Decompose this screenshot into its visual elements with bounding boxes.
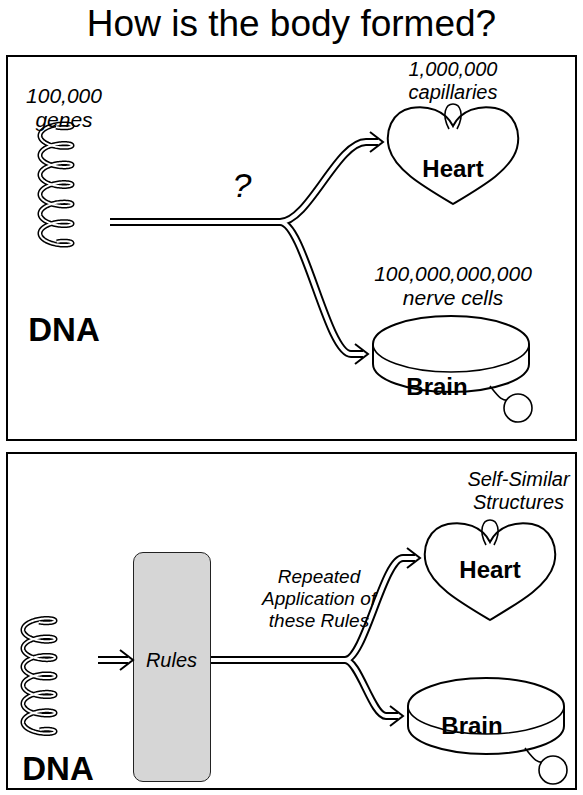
helix-outline <box>23 618 55 733</box>
helix-core <box>40 124 72 245</box>
cerebellum <box>539 756 567 784</box>
double-arrow-gap <box>211 660 398 716</box>
heart-shape <box>383 102 523 206</box>
brain-outline <box>408 678 564 754</box>
dna-node: 100,000 genesDNA <box>18 80 110 355</box>
helix-core <box>23 618 55 733</box>
dna-label: DNA <box>18 312 110 348</box>
connector-outer-layer <box>98 142 415 716</box>
vessel-loop <box>482 520 498 545</box>
organ-label: Brain <box>398 373 476 401</box>
double-arrow-shaft <box>211 558 415 660</box>
arrow-head <box>370 132 383 152</box>
organ-label: Heart <box>420 556 560 584</box>
arrow-head <box>407 548 420 568</box>
connector-head-layer <box>120 132 420 726</box>
helix-shape <box>19 607 59 745</box>
capillary-count: 1,000,000 capillaries <box>383 58 523 104</box>
arrow-head <box>390 706 403 726</box>
brain-rim <box>373 344 529 372</box>
cerebellum <box>504 394 532 422</box>
brain-node: Brain <box>403 672 573 787</box>
organ-label: Brain <box>433 712 511 740</box>
dna-label: DNA <box>18 752 98 785</box>
heart-node: Heart <box>420 518 560 622</box>
double-arrow-gap <box>110 222 363 354</box>
double-arrow-shaft <box>211 660 398 716</box>
brain-node: 100,000,000,000 nerve cellsBrain <box>368 262 538 427</box>
arrow-head <box>355 344 368 364</box>
double-arrow-gap <box>98 658 128 662</box>
double-arrow-shaft <box>110 222 363 354</box>
rules-box: Rules <box>133 552 211 782</box>
organ-label: Heart <box>383 155 523 183</box>
helix-outline <box>40 124 72 245</box>
rules-label: Rules <box>134 649 209 672</box>
double-arrow-shaft <box>110 142 378 222</box>
gene-count: 100,000 genes <box>18 84 110 132</box>
diagram-title: How is the body formed? <box>0 2 583 46</box>
double-arrow-shaft <box>98 656 128 664</box>
arrow-label: ? <box>222 166 262 205</box>
dna-node: DNA <box>18 600 98 788</box>
double-arrow-gap <box>110 142 378 222</box>
helix-shape <box>36 112 76 257</box>
heart-node: 1,000,000 capillariesHeart <box>383 58 523 208</box>
connector-inner-layer <box>98 142 415 716</box>
double-arrow-gap <box>211 558 415 660</box>
brain-shape <box>368 310 538 425</box>
panel-frame: 100,000 genesDNA 1,000,000 capillariesHea… <box>6 55 577 441</box>
group-caption: Self-Similar Structures <box>456 468 581 514</box>
arrow-label: Repeated Application of these Rules <box>255 566 383 632</box>
vessel-loop <box>445 104 461 129</box>
nerve-cell-count: 100,000,000,000 nerve cells <box>368 262 538 310</box>
arrow-head <box>120 650 133 670</box>
